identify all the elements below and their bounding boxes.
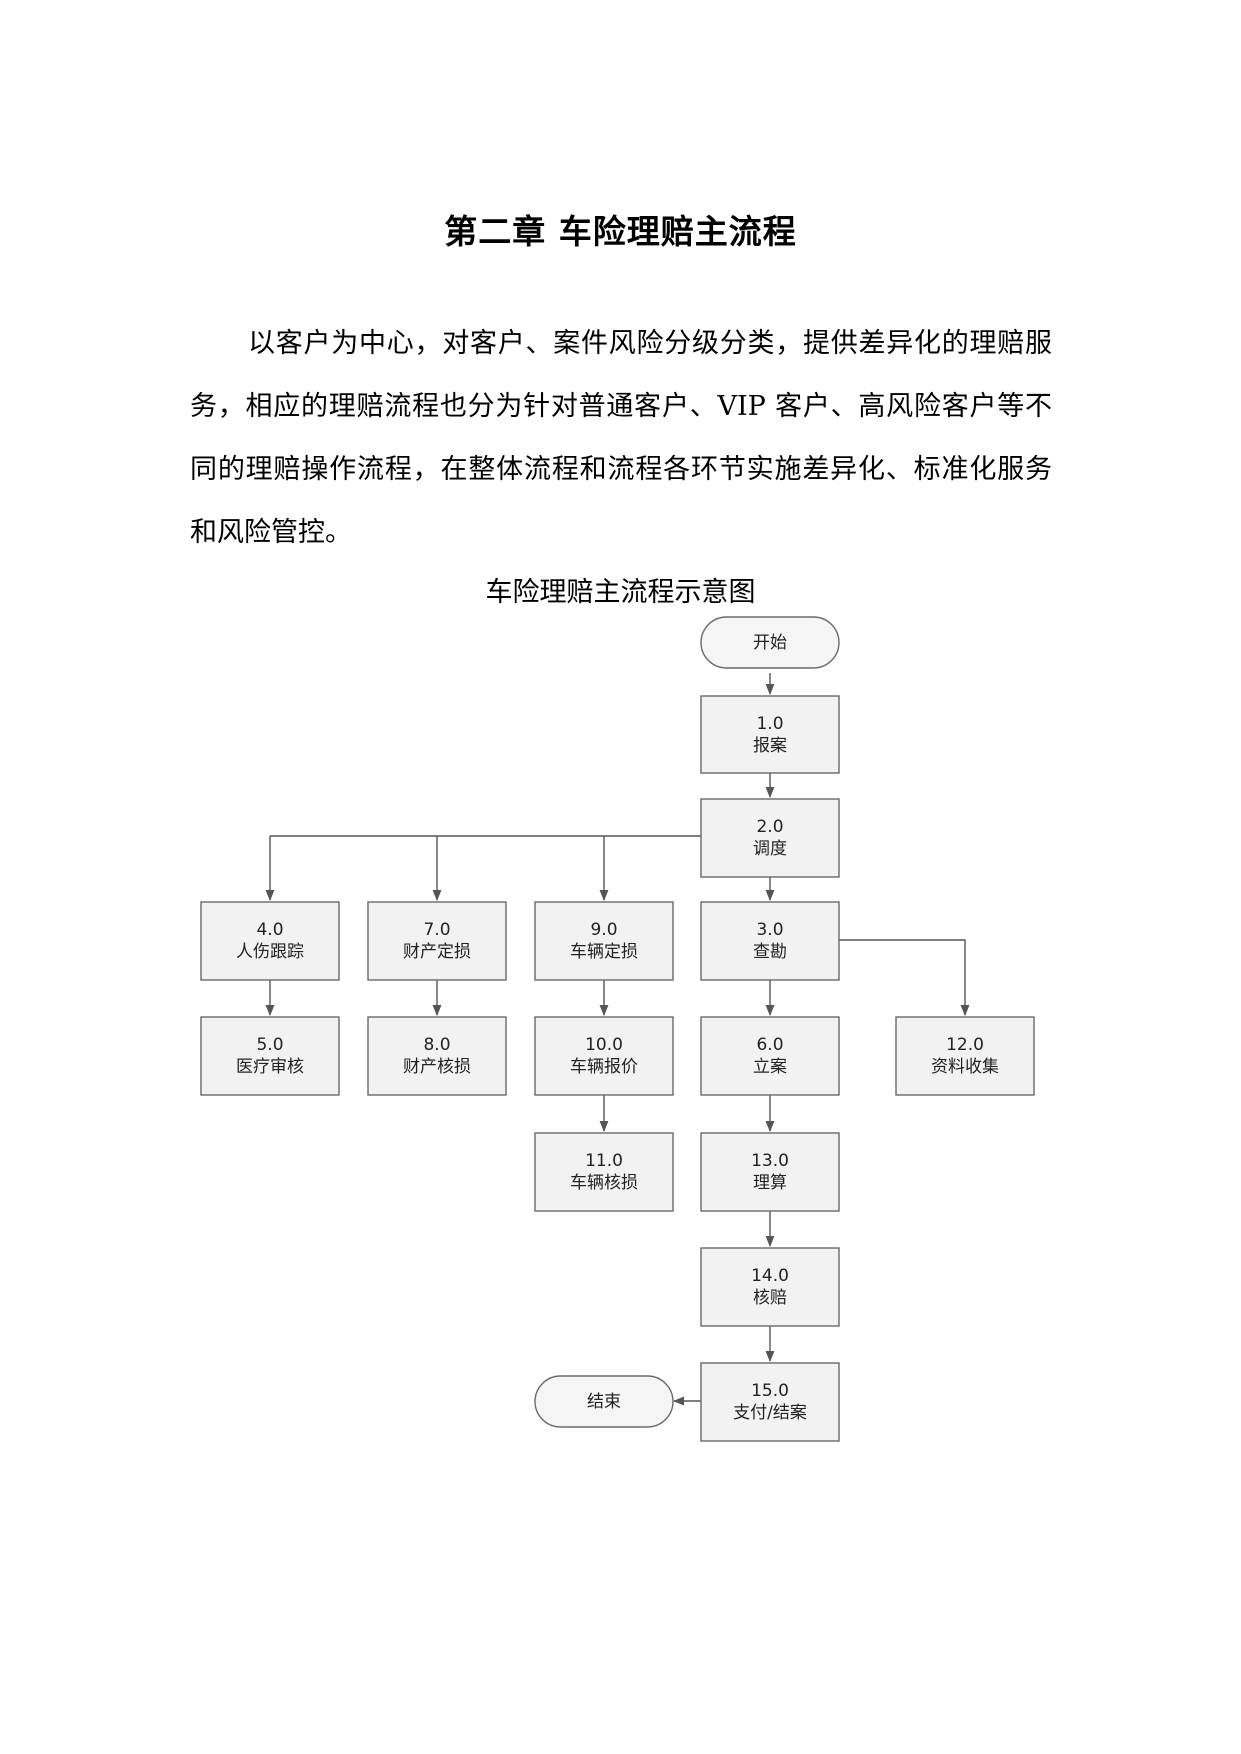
node-1-report: 1.0 报案 [700,695,840,774]
svg-text:11.0: 11.0 [585,1151,623,1171]
svg-text:资料收集: 资料收集 [931,1057,999,1077]
node-14-claim-review: 14.0 核赔 [700,1247,840,1327]
node-11-vehicle-verification: 11.0 车辆核损 [534,1132,674,1212]
svg-text:5.0: 5.0 [256,1035,283,1055]
svg-text:6.0: 6.0 [756,1035,783,1055]
node-2-dispatch: 2.0 调度 [700,798,840,878]
end-terminal: 结束 [534,1375,674,1428]
svg-text:13.0: 13.0 [751,1151,789,1171]
svg-text:医疗审核: 医疗审核 [236,1057,304,1077]
svg-text:8.0: 8.0 [423,1035,450,1055]
svg-text:车辆报价: 车辆报价 [570,1057,638,1077]
svg-text:车辆定损: 车辆定损 [570,942,638,962]
node-8-property-verification: 8.0 财产核损 [367,1016,507,1096]
svg-text:报案: 报案 [753,736,787,756]
figure-caption: 车险理赔主流程示意图 [485,577,756,608]
svg-text:支付/结案: 支付/结案 [733,1403,807,1423]
edge-3-12 [839,939,970,1017]
svg-text:7.0: 7.0 [423,920,450,940]
svg-text:人伤跟踪: 人伤跟踪 [236,942,304,962]
svg-text:立案: 立案 [753,1057,787,1077]
svg-text:14.0: 14.0 [751,1266,789,1286]
node-9-vehicle-assessment: 9.0 车辆定损 [534,901,674,981]
node-3-survey: 3.0 查勘 [700,901,840,981]
chapter-title: 第二章 车险理赔主流程 [444,212,797,251]
node-4-injury-tracking: 4.0 人伤跟踪 [200,901,340,981]
intro-paragraph: 以客户为中心，对客户、案件风险分级分类，提供差异化的理赔服务，相应的理赔流程也分… [190,328,1052,548]
svg-text:理算: 理算 [753,1173,787,1193]
svg-text:4.0: 4.0 [256,920,283,940]
start-terminal: 开始 [700,616,840,669]
svg-text:调度: 调度 [753,839,787,859]
svg-text:开始: 开始 [753,633,787,653]
svg-text:3.0: 3.0 [756,920,783,940]
svg-text:2.0: 2.0 [756,817,783,837]
svg-text:查勘: 查勘 [753,942,787,962]
node-10-vehicle-quote: 10.0 车辆报价 [534,1016,674,1096]
svg-text:结束: 结束 [587,1392,621,1412]
node-7-property-assessment: 7.0 财产定损 [367,901,507,981]
node-13-adjustment: 13.0 理算 [700,1132,840,1212]
svg-text:10.0: 10.0 [585,1035,623,1055]
svg-text:15.0: 15.0 [751,1381,789,1401]
svg-text:财产核损: 财产核损 [403,1057,471,1077]
svg-text:1.0: 1.0 [756,714,783,734]
svg-text:财产定损: 财产定损 [403,942,471,962]
svg-text:核赔: 核赔 [753,1288,787,1308]
node-12-document-collection: 12.0 资料收集 [895,1016,1035,1096]
svg-text:12.0: 12.0 [946,1035,984,1055]
node-5-medical-review: 5.0 医疗审核 [200,1016,340,1096]
svg-text:车辆核损: 车辆核损 [570,1173,638,1193]
node-6-case-filing: 6.0 立案 [700,1016,840,1096]
node-15-payment-closure: 15.0 支付/结案 [700,1362,840,1442]
svg-text:9.0: 9.0 [590,920,617,940]
flow-edges [265,673,970,1406]
